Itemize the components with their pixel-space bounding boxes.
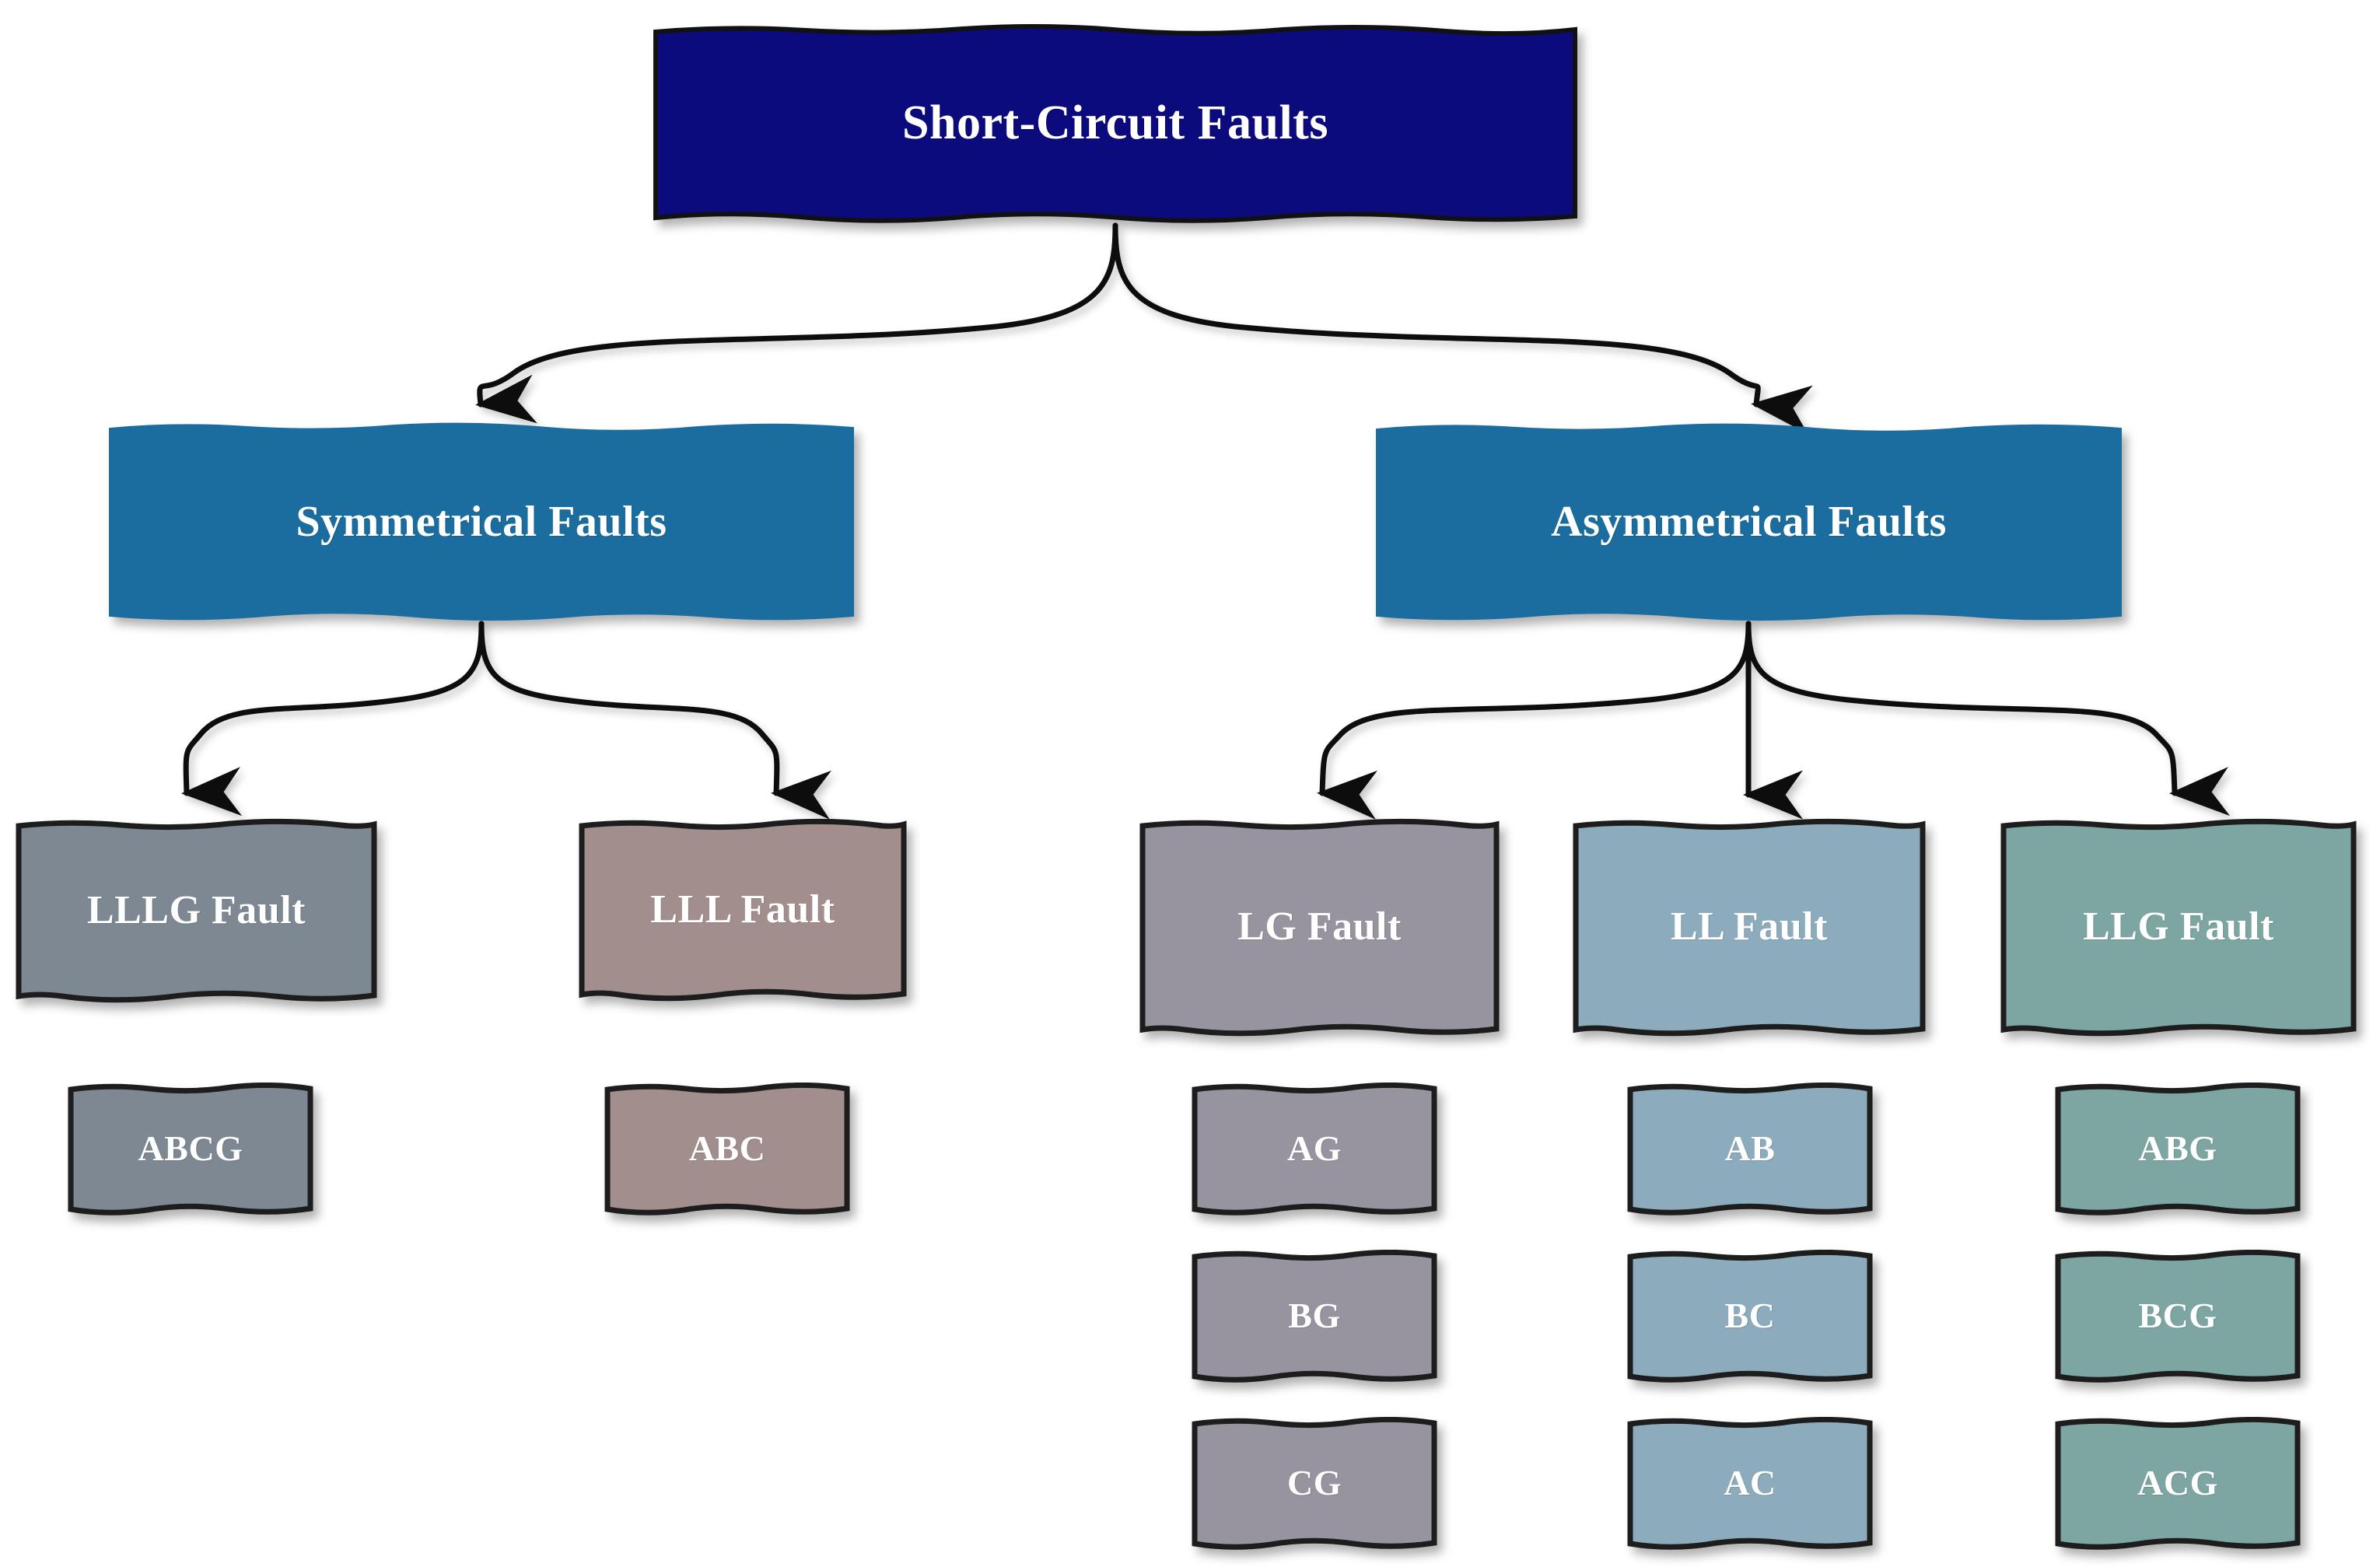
node-shape-lll	[577, 818, 908, 1002]
edge-asymmetrical-to-lg	[1317, 621, 1752, 820]
leaf-shape-abg	[2053, 1083, 2302, 1215]
leaf-bg[interactable]: BG	[1190, 1250, 1439, 1383]
node-shape-symmetrical	[107, 421, 856, 622]
leaf-shape-abc	[603, 1083, 852, 1215]
leaf-label: ACG	[2137, 1463, 2218, 1503]
node-shape-lllg	[14, 818, 379, 1003]
node-ll-fault[interactable]: LL Fault	[1571, 818, 1927, 1037]
node-llg-fault[interactable]: LLG Fault	[1999, 818, 2358, 1037]
leaf-bcg[interactable]: BCG	[2053, 1250, 2302, 1383]
edge-root-to-symmetrical	[475, 222, 1118, 424]
node-asymmetrical-faults[interactable]: Asymmetrical Faults	[1374, 422, 2123, 622]
node-shape-root	[652, 23, 1579, 224]
node-label: Asymmetrical Faults	[1551, 498, 1947, 547]
edge-symmetrical-to-lllg	[181, 621, 485, 817]
node-lg-fault[interactable]: LG Fault	[1138, 818, 1501, 1037]
leaf-shape-bcg	[2053, 1250, 2302, 1383]
node-label: LG Fault	[1237, 904, 1402, 950]
leaf-shape-bc	[1626, 1250, 1874, 1383]
node-short-circuit-faults[interactable]: Short-Circuit Faults	[652, 23, 1579, 224]
leaf-abcg[interactable]: ABCG	[66, 1083, 315, 1215]
leaf-label: ABCG	[138, 1128, 243, 1169]
leaf-shape-ag	[1190, 1083, 1439, 1215]
leaf-shape-cg	[1190, 1417, 1439, 1550]
node-shape-llg	[1999, 818, 2358, 1037]
leaf-shape-ab	[1626, 1083, 1874, 1215]
leaf-label: AG	[1287, 1128, 1342, 1169]
node-lllg-fault[interactable]: LLLG Fault	[14, 818, 379, 1003]
node-symmetrical-faults[interactable]: Symmetrical Faults	[107, 421, 856, 622]
edge-root-to-asymmetrical	[1112, 222, 1813, 435]
node-label: LLLG Fault	[87, 887, 306, 932]
leaf-label: BC	[1724, 1296, 1776, 1336]
node-shape-asymmetrical	[1374, 422, 2123, 622]
leaf-shape-acg	[2053, 1417, 2302, 1550]
node-label: Short-Circuit Faults	[902, 96, 1328, 150]
leaf-shape-abcg	[66, 1083, 315, 1215]
edge-symmetrical-to-lll	[478, 621, 832, 820]
leaf-ab[interactable]: AB	[1626, 1083, 1874, 1215]
edge-asymmetrical-to-llg	[1745, 621, 2231, 817]
leaf-label: AB	[1724, 1128, 1776, 1169]
leaf-label: AC	[1724, 1463, 1776, 1503]
node-shape-lg	[1138, 818, 1501, 1037]
leaf-cg[interactable]: CG	[1190, 1417, 1439, 1550]
leaf-acg[interactable]: ACG	[2053, 1417, 2302, 1550]
leaf-bc[interactable]: BC	[1626, 1250, 1874, 1383]
node-label: LLL Fault	[650, 887, 835, 932]
node-shape-ll	[1571, 818, 1927, 1037]
leaf-shape-bg	[1190, 1250, 1439, 1383]
node-lll-fault[interactable]: LLL Fault	[577, 818, 908, 1002]
node-label: LL Fault	[1671, 904, 1828, 950]
leaf-ag[interactable]: AG	[1190, 1083, 1439, 1215]
leaf-label: CG	[1287, 1463, 1342, 1503]
leaf-abg[interactable]: ABG	[2053, 1083, 2302, 1215]
leaf-abc[interactable]: ABC	[603, 1083, 852, 1215]
leaf-label: BG	[1288, 1296, 1341, 1336]
leaf-label: BCG	[2138, 1296, 2217, 1336]
node-label: Symmetrical Faults	[296, 497, 667, 546]
leaf-label: ABG	[2138, 1128, 2217, 1169]
leaf-ac[interactable]: AC	[1626, 1417, 1874, 1550]
node-label: LLG Fault	[2083, 904, 2274, 950]
leaf-shape-ac	[1626, 1417, 1874, 1550]
leaf-label: ABC	[688, 1128, 766, 1169]
